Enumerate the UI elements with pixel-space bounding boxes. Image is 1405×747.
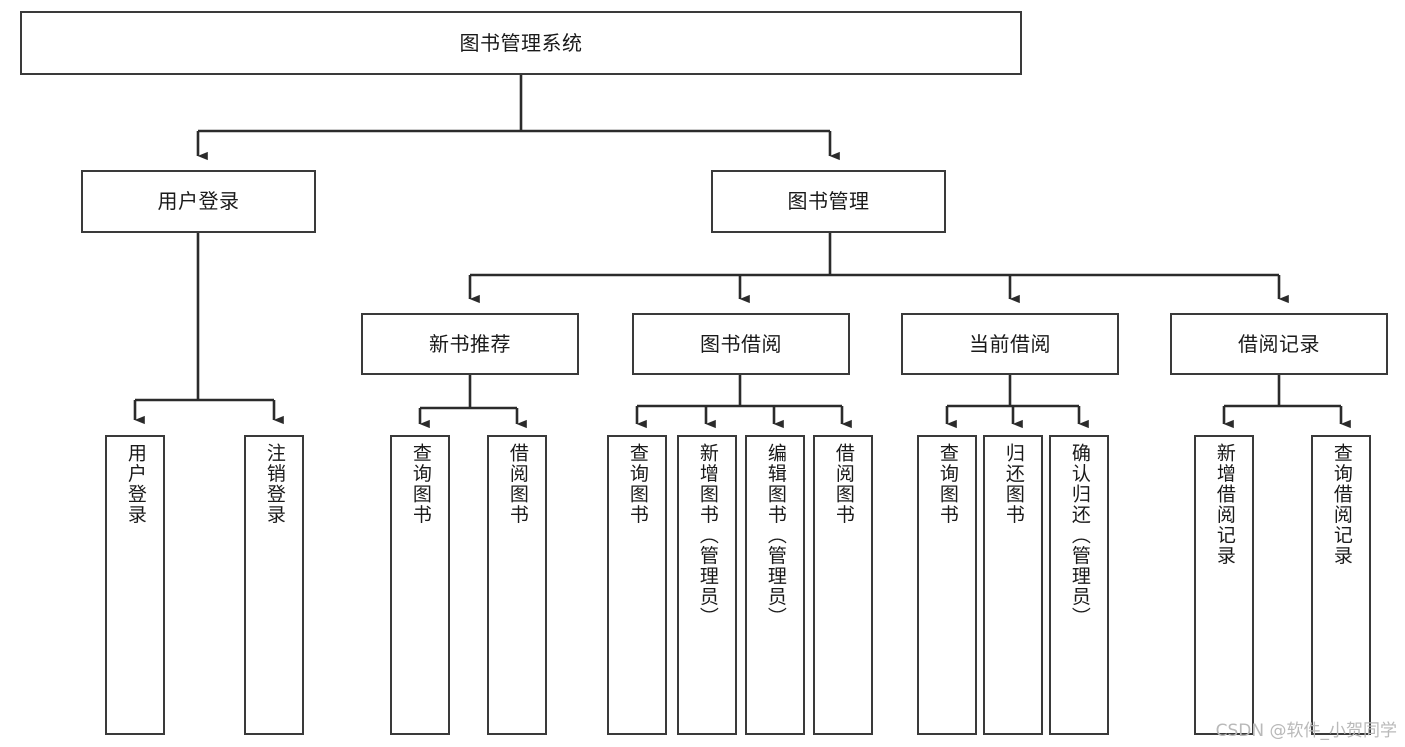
node-label: 当前借阅 — [969, 331, 1051, 356]
leaf-user-login[interactable]: 用户登录 — [105, 435, 165, 735]
node-label: 注销登录 — [263, 443, 286, 525]
leaf-edit-book-admin[interactable]: 编辑图书（管理员） — [745, 435, 805, 735]
node-label: 借阅图书 — [832, 443, 855, 525]
node-label: 用户登录 — [157, 189, 240, 214]
node-user-login[interactable]: 用户登录 — [81, 170, 316, 233]
node-label: 新增图书（管理员） — [696, 443, 719, 628]
node-label: 用户登录 — [124, 443, 147, 525]
leaf-borrow-book-recommend[interactable]: 借阅图书 — [487, 435, 547, 735]
leaf-borrow-book[interactable]: 借阅图书 — [813, 435, 873, 735]
node-root-book-management-system[interactable]: 图书管理系统 — [20, 11, 1022, 75]
leaf-query-borrow-record[interactable]: 查询借阅记录 — [1311, 435, 1371, 735]
leaf-query-book-recommend[interactable]: 查询图书 — [390, 435, 450, 735]
node-label: 查询借阅记录 — [1330, 443, 1353, 566]
csdn-watermark: CSDN @软件_小贺同学 — [1215, 721, 1397, 741]
node-label: 查询图书 — [626, 443, 649, 525]
node-label: 查询图书 — [936, 443, 959, 525]
node-book-borrow[interactable]: 图书借阅 — [632, 313, 850, 375]
node-label: 新书推荐 — [429, 331, 511, 356]
leaf-logout[interactable]: 注销登录 — [244, 435, 304, 735]
node-label: 图书管理 — [787, 189, 870, 214]
node-label: 图书管理系统 — [459, 30, 583, 55]
leaf-query-book-borrow[interactable]: 查询图书 — [607, 435, 667, 735]
node-label: 确认归还（管理员） — [1068, 443, 1091, 628]
node-borrow-records[interactable]: 借阅记录 — [1170, 313, 1388, 375]
node-label: 新增借阅记录 — [1213, 443, 1236, 566]
node-label: 图书借阅 — [700, 331, 782, 356]
leaf-add-borrow-record[interactable]: 新增借阅记录 — [1194, 435, 1254, 735]
node-new-book-recommend[interactable]: 新书推荐 — [361, 313, 579, 375]
leaf-return-book[interactable]: 归还图书 — [983, 435, 1043, 735]
node-label: 借阅记录 — [1238, 331, 1320, 356]
node-label: 归还图书 — [1002, 443, 1025, 525]
node-current-borrow[interactable]: 当前借阅 — [901, 313, 1119, 375]
leaf-add-book-admin[interactable]: 新增图书（管理员） — [677, 435, 737, 735]
leaf-confirm-return-admin[interactable]: 确认归还（管理员） — [1049, 435, 1109, 735]
node-label: 借阅图书 — [506, 443, 529, 525]
node-label: 查询图书 — [409, 443, 432, 525]
node-label: 编辑图书（管理员） — [764, 443, 787, 628]
leaf-query-book-current[interactable]: 查询图书 — [917, 435, 977, 735]
node-book-management[interactable]: 图书管理 — [711, 170, 946, 233]
